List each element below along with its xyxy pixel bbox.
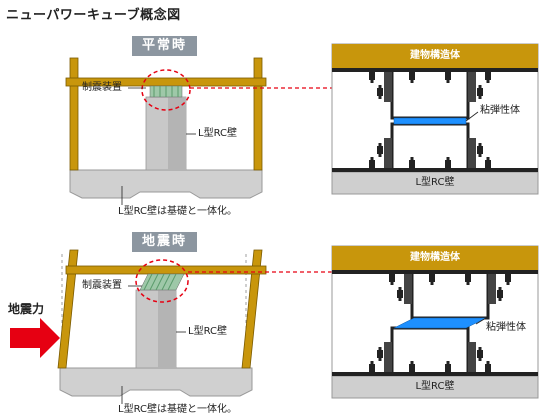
normal-building: [65, 57, 332, 205]
seismic-force-label: 地震力: [8, 302, 45, 316]
detail-normal: [331, 43, 539, 195]
seismic-building: [10, 249, 332, 404]
normal-wall-label: L型RC壁: [198, 128, 238, 139]
seismic-device-label: 制震装置: [82, 280, 122, 291]
normal-device-label: 制震装置: [82, 82, 122, 93]
normal-state-badge: 平常時: [132, 36, 198, 56]
detail-normal-elastic-label: 粘弾性体: [480, 105, 520, 116]
detail-seismic-beam-label: 建物構造体: [410, 252, 460, 263]
page-title: ニューパワーキューブ概念図: [6, 8, 181, 23]
seismic-state-badge: 地震時: [132, 232, 198, 252]
detail-seismic-base-label: L型RC壁: [415, 381, 455, 392]
seismic-foundation-note: L型RC壁は基礎と一体化。: [118, 404, 238, 415]
normal-foundation-note: L型RC壁は基礎と一体化。: [118, 206, 238, 217]
detail-normal-beam-label: 建物構造体: [410, 50, 460, 61]
detail-seismic-elastic-label: 粘弾性体: [486, 322, 526, 333]
detail-normal-base-label: L型RC壁: [415, 177, 455, 188]
seismic-wall-label: L型RC壁: [188, 326, 228, 337]
force-arrow: [10, 318, 60, 358]
detail-seismic: [331, 245, 539, 399]
